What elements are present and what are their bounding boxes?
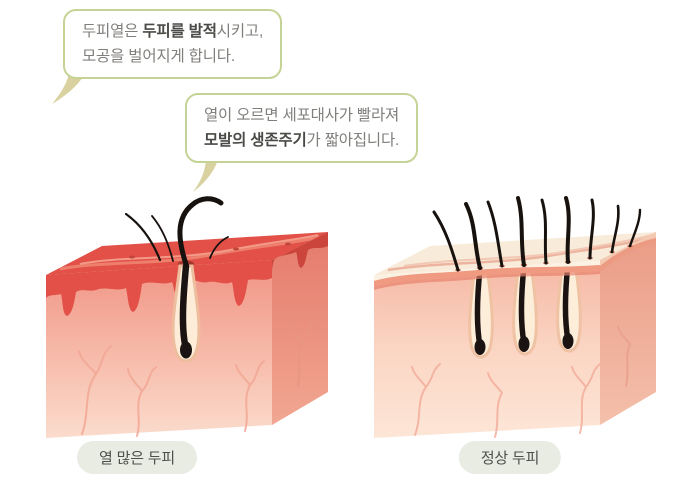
speech-bubble2-tail bbox=[193, 157, 218, 192]
cube-side-face bbox=[600, 232, 656, 425]
speech-bubble-hair-cycle: 열이 오르면 세포대사가 빨라져 모발의 생존주기가 짧아집니다. bbox=[185, 93, 419, 163]
hair-follicles bbox=[468, 260, 582, 359]
dermis-vessels bbox=[78, 321, 314, 437]
hair-root bbox=[179, 262, 190, 353]
normal-scalp-illustration bbox=[374, 196, 656, 438]
caption-hot-scalp: 열 많은 두피 bbox=[77, 441, 197, 474]
cube-side-face bbox=[272, 232, 328, 425]
bubble2-text: 가 짧아집니다. bbox=[306, 132, 400, 149]
speech-bubble-hot-scalp-effect: 두피열은 두피를 발적시키고, 모공을 벌어지게 합니다. bbox=[63, 9, 283, 79]
bubble2-line1: 열이 오르면 세포대사가 빨라져 bbox=[204, 107, 400, 124]
bubble1-line1: 두피열은 두피를 발적시키고, bbox=[82, 19, 263, 44]
epidermis-wavy-lines bbox=[387, 234, 653, 272]
skin-layer-bands-side bbox=[600, 232, 656, 272]
bubble2-line2: 모발의 생존주기가 짧아집니다. bbox=[204, 128, 399, 153]
dermis-vessels bbox=[411, 326, 631, 438]
hairs bbox=[124, 196, 229, 267]
bubble1-bold-text: 두피를 발적 bbox=[142, 23, 217, 40]
cube-front-face bbox=[46, 260, 272, 438]
skin-layer-bands bbox=[374, 260, 600, 290]
hair-bulb bbox=[180, 341, 192, 359]
inflammation-drips-side bbox=[272, 232, 328, 272]
bubble1-text: 두피열은 bbox=[82, 23, 143, 40]
hot-scalp-illustration bbox=[46, 196, 328, 438]
bubble1-text2: 시키고, bbox=[216, 23, 264, 40]
caption-normal-scalp: 정상 두피 bbox=[458, 441, 562, 474]
speech-bubble1-tail bbox=[52, 73, 84, 104]
bubble2-bold-text: 모발의 생존주기 bbox=[204, 132, 307, 149]
top-pores bbox=[129, 242, 291, 259]
hairs bbox=[432, 196, 642, 272]
bubble1-line2: 모공을 벌어지게 합니다. bbox=[82, 48, 235, 65]
inflammation-drips-front bbox=[46, 260, 272, 316]
